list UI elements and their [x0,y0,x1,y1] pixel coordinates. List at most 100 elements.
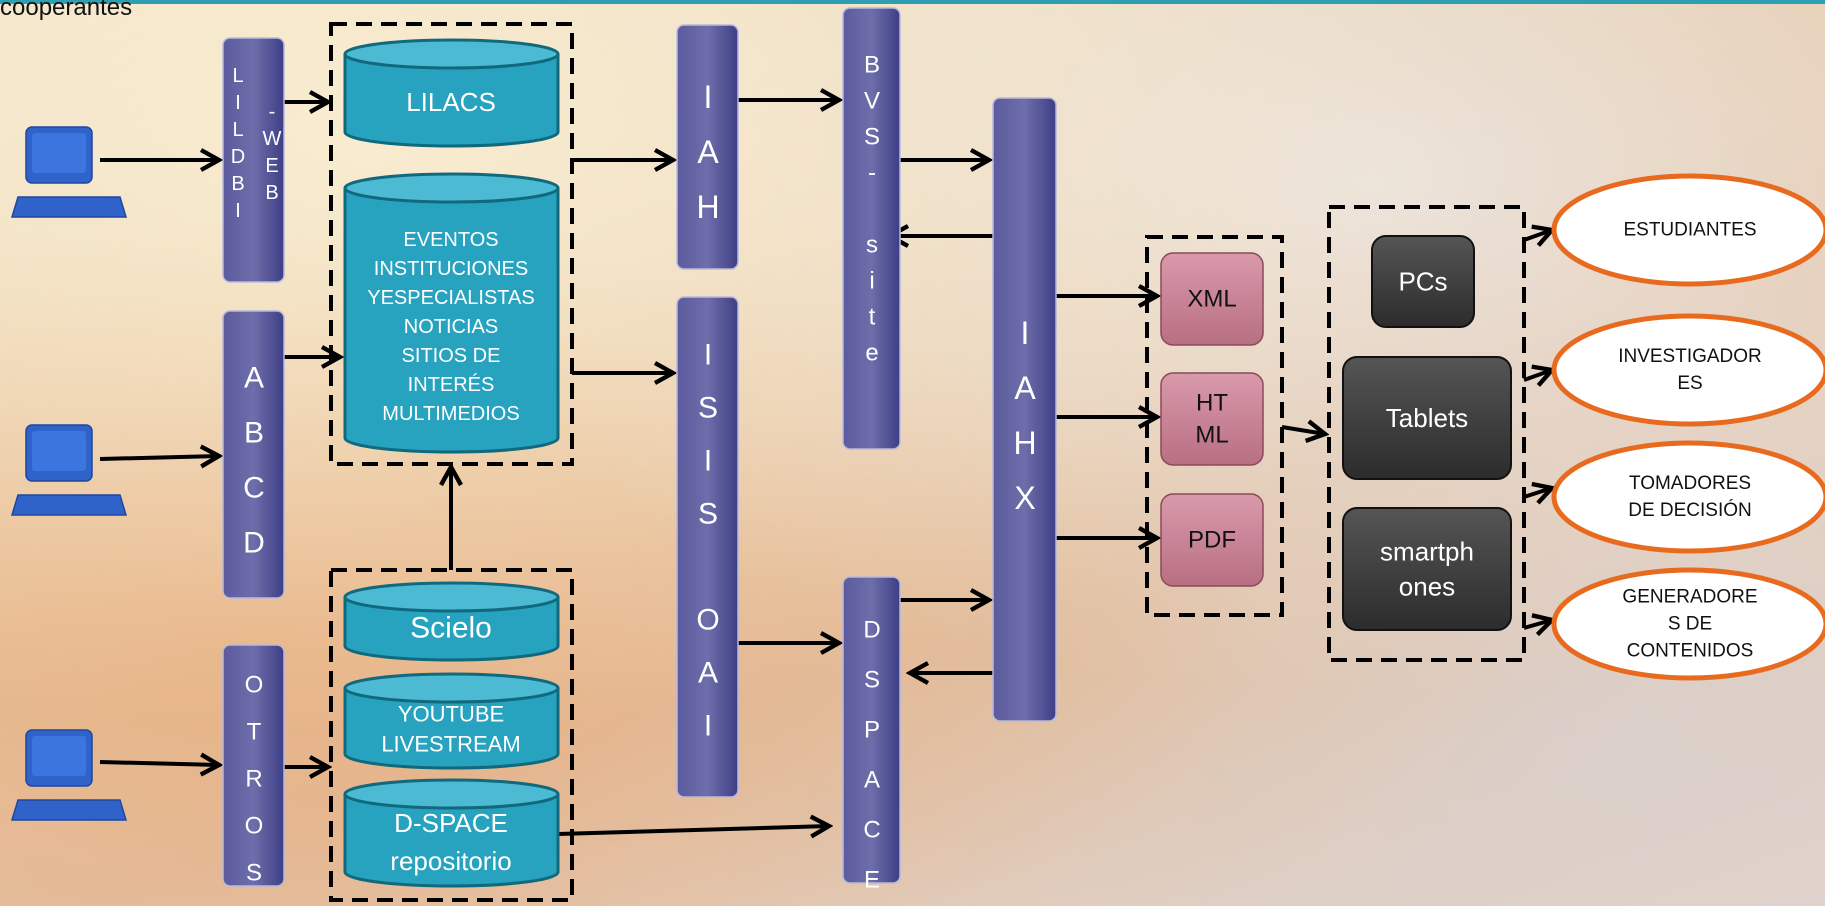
web-char-1: - [269,101,276,123]
pillar-bvs-site [842,7,901,450]
iahx-char-1: I [1021,315,1030,351]
db-dspace-repo-label-line-1: D-SPACE [394,808,508,838]
lildbi-char-6: I [235,200,241,222]
arrow-pc2-abcd [99,456,219,459]
audience-4 [1551,567,1825,681]
abcd-char-1: A [244,362,264,395]
device-1-label-line-1: PCs [1398,267,1447,297]
pillar-otros [222,644,285,887]
format-1 [1160,252,1264,346]
db-eventos [343,172,560,454]
db-lilacs-label: LILACS [406,87,496,117]
isis-oai-char-7: A [698,657,718,690]
audience-2-label-line-1: INVESTIGADOR [1618,346,1762,367]
bvs-site-char-3: S [864,124,880,151]
db-eventos-label-line-7: MULTIMEDIOS [382,403,519,425]
dspace-char-6: E [864,867,880,894]
audience-3-label-line-2: DE DECISIÓN [1628,499,1752,521]
device-3-label-line-2: ones [1399,572,1455,602]
isis-oai-char-8: I [704,710,712,743]
top-accent-line [0,0,1825,4]
audience-4-label-line-1: GENERADORE [1622,587,1757,608]
db-scielo [343,581,560,662]
iahx-char-4: X [1014,480,1035,516]
lildbi-char-1: L [232,65,243,87]
pillar-dspace [842,576,901,884]
pillar-lildbi-web [222,37,285,283]
audience-3 [1551,440,1825,554]
bvs-site-char-7: i [869,268,874,295]
dspace-char-1: D [863,617,880,644]
computer-icon [10,424,128,516]
arrow-devices-tomadores [1523,488,1552,497]
computer-icon [10,729,128,821]
group-databases-bottom [329,568,574,902]
abcd-char-4: D [243,527,265,560]
db-youtube [343,672,560,770]
iahx-char-2: A [1014,370,1036,406]
web-char-4: B [265,182,278,204]
lildbi-char-5: B [231,173,244,195]
bvs-site-char-4: - [868,160,876,187]
arrow-devices-estudiantes [1523,230,1552,240]
format-3-label-line-1: PDF [1188,527,1236,554]
db-youtube-label-line-1: YOUTUBE [398,702,504,727]
abcd-char-2: B [244,417,264,450]
audience-2 [1551,313,1825,427]
isis-oai-char-2: S [698,392,718,425]
format-2 [1160,372,1264,466]
group-formats [1145,235,1284,617]
device-2-label-line-1: Tablets [1386,403,1468,433]
db-dspace-repo [343,778,560,888]
db-eventos-label-line-4: NOTICIAS [404,316,498,338]
device-2 [1342,356,1512,480]
bvs-site-char-8: t [869,304,876,331]
abcd-char-3: C [243,472,265,505]
pillar-iahx [992,97,1057,722]
bvs-site-char-1: B [864,52,880,79]
db-scielo-label: Scielo [410,612,492,645]
audience-3-label-line-1: TOMADORES [1629,473,1751,494]
bvs-site-char-6: s [866,232,878,259]
iahx-char-3: H [1013,425,1036,461]
db-eventos-label-line-2: INSTITUCIONES [374,258,528,280]
device-3-label-line-1: smartph [1380,537,1474,567]
db-youtube-label-line-2: LIVESTREAM [381,732,520,757]
web-char-2: W [263,128,282,150]
db-eventos-label-line-6: INTERÉS [408,373,495,396]
isis-oai-char-6: O [696,604,719,637]
arrow-pc3-otros [99,762,219,765]
arrow-devices-generadores [1523,620,1552,628]
isis-oai-char-4: S [698,498,718,531]
db-lilacs [343,38,560,148]
arrow-formats-devices [1281,427,1325,434]
dspace-char-2: S [864,667,880,694]
iah-char-2: A [697,134,719,170]
isis-oai-char-1: I [704,339,712,372]
lildbi-char-3: L [232,119,243,141]
pillar-abcd [222,310,285,599]
device-3 [1342,507,1512,631]
audience-4-label-line-2: S DE [1668,614,1712,635]
otros-char-4: O [245,813,264,840]
lildbi-char-2: I [235,92,241,114]
dspace-char-3: P [864,717,880,744]
device-1 [1371,235,1475,328]
pillar-iah [676,24,739,270]
web-char-3: E [265,155,278,177]
format-3 [1160,493,1264,587]
otros-char-5: S [246,860,262,887]
bvs-site-char-9: e [865,340,878,367]
otros-char-3: R [245,766,262,793]
iah-char-3: H [696,189,719,225]
otros-char-2: T [247,719,262,746]
db-eventos-label-line-1: EVENTOS [403,229,498,251]
dspace-char-4: A [864,767,880,794]
otros-char-1: O [245,672,264,699]
isis-oai-char-3: I [704,445,712,478]
iah-char-1: I [704,79,713,115]
audience-2-label-line-2: ES [1677,373,1702,394]
format-2-label-line-1: HT [1196,390,1228,417]
lildbi-char-4: D [231,146,245,168]
